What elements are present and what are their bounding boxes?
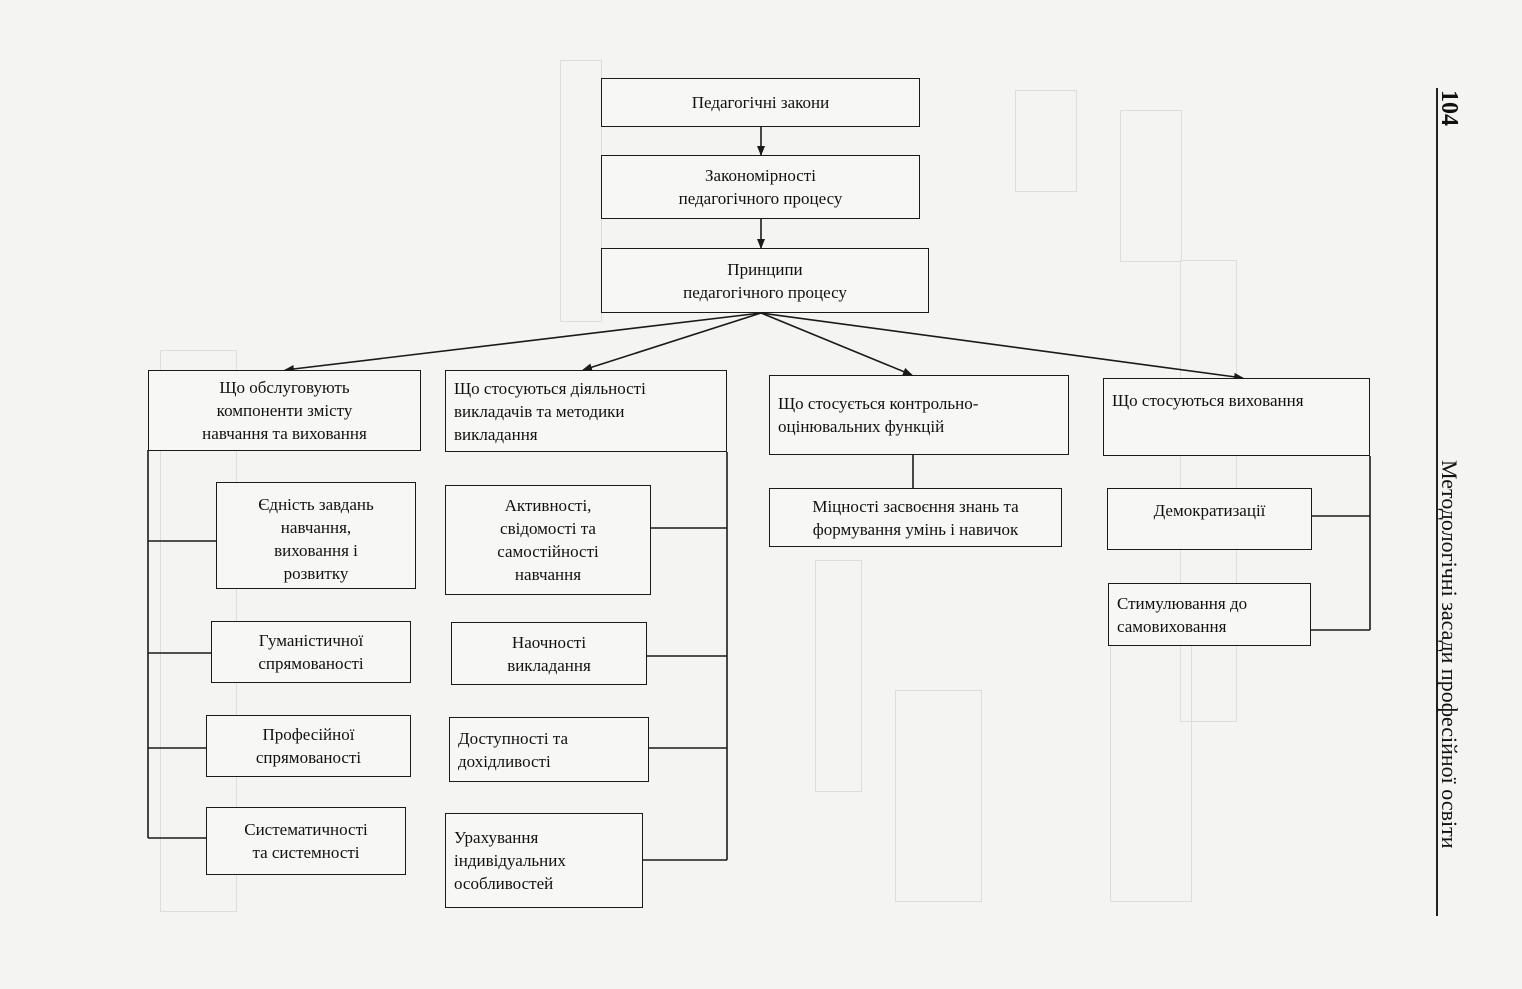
group-1-item-2: Гуманістичної спрямованості xyxy=(211,621,411,683)
group-3-item-1: Міцності засвоєння знань та формування у… xyxy=(769,488,1062,547)
level3-box: Принципи педагогічного процесу xyxy=(601,248,929,313)
group-4-branches xyxy=(1311,515,1370,631)
header-rule xyxy=(1436,88,1438,916)
group-2-item-2: Наочності викладання xyxy=(451,622,647,685)
group-4-title: Що стосуються виховання xyxy=(1112,391,1304,410)
running-header-title: Методологічні засади професійної освіти xyxy=(1437,460,1462,849)
group-1-branches xyxy=(148,540,216,839)
group-3-title: Що стосується контрольно- оцінювальних ф… xyxy=(778,394,979,436)
group-2-item-3-label: Доступності та дохідливості xyxy=(458,728,569,771)
page-number: 104 xyxy=(1436,90,1462,126)
group-1-header: Що обслуговують компоненти змісту навчан… xyxy=(148,370,421,451)
root-box: Педагогічні закони xyxy=(601,78,920,127)
level2-box: Закономірності педагогічного процесу xyxy=(601,155,920,219)
arrow-to-group-2 xyxy=(582,312,762,372)
group-1-item-1: Єдність завдань навчання, виховання і ро… xyxy=(216,482,416,589)
level3-label: Принципи педагогічного процесу xyxy=(683,259,847,302)
level2-label: Закономірності педагогічного процесу xyxy=(678,166,843,208)
group-2-branches xyxy=(643,527,727,861)
group-3-item-1-label: Міцності засвоєння знань та формування у… xyxy=(812,496,1019,539)
group-1-item-4: Систематичності та системності xyxy=(206,807,406,875)
group-4-item-2-label: Стимулювання до самовиховання xyxy=(1117,593,1248,636)
bleed-through-box xyxy=(1015,90,1077,192)
group-2-item-4: Урахування індивідуальних особливостей xyxy=(445,813,643,908)
group-2-item-1-label: Активності, свідомості та самостійності … xyxy=(497,496,599,584)
group-2-item-3: Доступності та дохідливості xyxy=(449,717,649,782)
arrow-to-group-3 xyxy=(760,312,913,376)
root-label: Педагогічні закони xyxy=(691,93,830,112)
group-1-item-2-label: Гуманістичної спрямованості xyxy=(258,631,364,673)
group-1-item-1-label: Єдність завдань навчання, виховання і ро… xyxy=(258,495,374,583)
group-4-header: Що стосуються виховання xyxy=(1103,378,1370,456)
group-1-item-4-label: Систематичності та системності xyxy=(244,820,368,862)
group-3-header: Що стосується контрольно- оцінювальних ф… xyxy=(769,375,1069,455)
arrow-to-group-4 xyxy=(760,312,1244,381)
group-2-title: Що стосуються діяльності викладачів та м… xyxy=(454,378,646,444)
bleed-through-box xyxy=(815,560,862,792)
group-2-item-1: Активності, свідомості та самостійності … xyxy=(445,485,651,595)
group-4-item-2: Стимулювання до самовиховання xyxy=(1108,583,1311,646)
arrow-to-group-1 xyxy=(284,312,762,373)
group-1-title: Що обслуговують компоненти змісту навчан… xyxy=(202,378,367,443)
group-4-item-1: Демократизації xyxy=(1107,488,1312,550)
group-1-item-3: Професійної спрямованості xyxy=(206,715,411,777)
bleed-through-box xyxy=(895,690,982,902)
group-1-item-3-label: Професійної спрямованості xyxy=(255,725,362,767)
group-2-item-4-label: Урахування індивідуальних особливостей xyxy=(454,828,566,893)
group-2-header: Що стосуються діяльності викладачів та м… xyxy=(445,370,727,452)
bleed-through-box xyxy=(1120,110,1182,262)
group-4-item-1-label: Демократизації xyxy=(1153,501,1266,520)
group-2-item-2-label: Наочності викладання xyxy=(507,632,591,675)
